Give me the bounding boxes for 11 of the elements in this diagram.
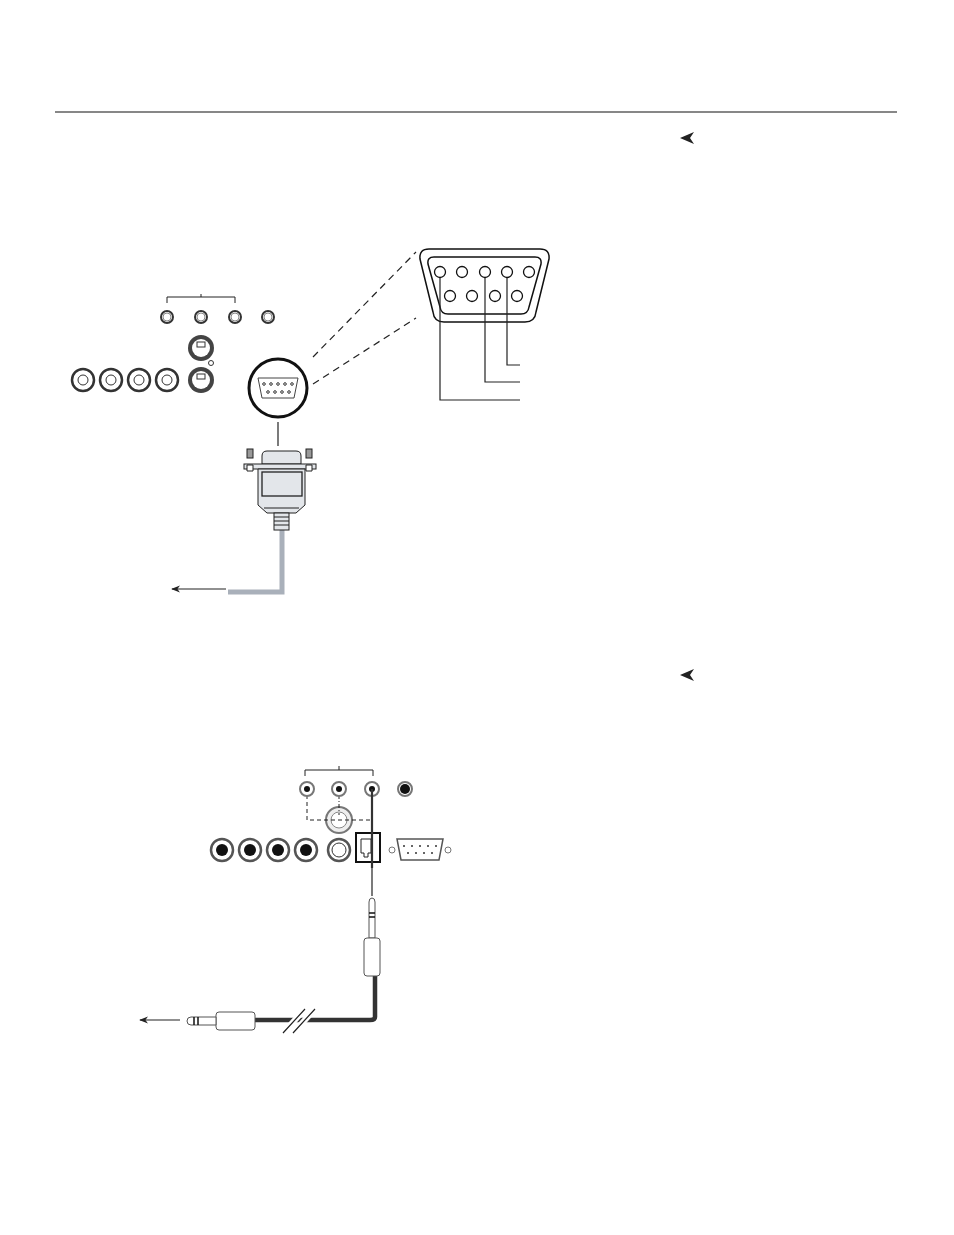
- leader-line: [371, 867, 373, 897]
- arrow: [139, 1016, 181, 1024]
- serial-cable-drawing: [226, 446, 318, 596]
- arrow: [171, 585, 227, 593]
- leader-line: [484, 323, 521, 383]
- leader-line: [439, 323, 521, 401]
- leader-line: [506, 323, 521, 366]
- serial-connector-drawing: [416, 246, 552, 324]
- dashed-line: [312, 317, 417, 385]
- leader-line: [277, 421, 279, 447]
- dashed-line: [312, 251, 417, 358]
